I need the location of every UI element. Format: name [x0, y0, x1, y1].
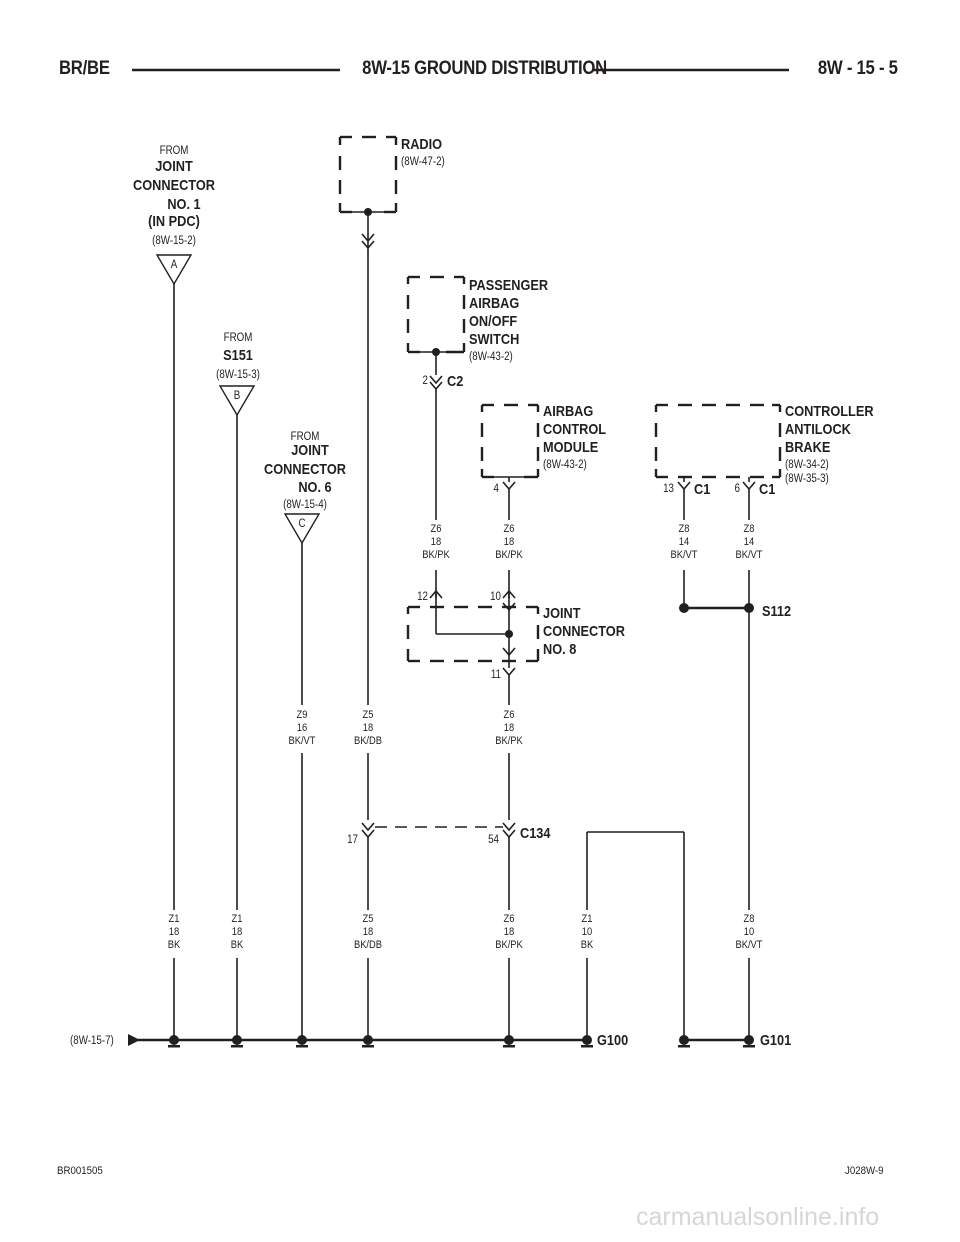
- joint-connector-8-box: [406, 605, 540, 663]
- joint8-pin-12: 12: [417, 591, 428, 603]
- passenger-switch-line-2: AIRBAG: [469, 295, 520, 312]
- abs-connector-a: C1: [694, 481, 711, 498]
- from-c-line-2: CONNECTOR: [264, 461, 346, 478]
- airbag-module-pin: 4: [493, 483, 499, 495]
- from-c-triangle: [283, 513, 321, 545]
- passenger-switch-line-4: SWITCH: [469, 331, 520, 348]
- passenger-switch-connector: C2: [447, 373, 464, 390]
- ground-g101: G101: [760, 1032, 792, 1049]
- radio-name: RADIO: [401, 136, 443, 153]
- from-b-name: S151: [223, 347, 253, 364]
- from-a-label: FROM: [159, 145, 189, 157]
- c134-pin-17: 17: [347, 834, 358, 846]
- joint8-line-1: JOINT: [543, 605, 581, 622]
- footer-code-right: J028W-9: [845, 1165, 884, 1177]
- airbag-module-line-1: AIRBAG: [543, 403, 594, 420]
- airbag-module-ref: (8W-43-2): [543, 459, 587, 471]
- airbag-module-line-2: CONTROL: [543, 421, 607, 438]
- abs-controller-line-1: CONTROLLER: [785, 403, 874, 420]
- abs-pin-a: 13: [663, 483, 674, 495]
- header-page: 8W - 15 - 5: [818, 58, 898, 79]
- s112-dot-left: [679, 603, 689, 613]
- airbag-module-line-3: MODULE: [543, 439, 599, 456]
- abs-controller-box: [654, 403, 782, 479]
- joint8-pin-11: 11: [490, 669, 501, 681]
- passenger-switch-line-1: PASSENGER: [469, 277, 549, 294]
- passenger-switch-box: [406, 275, 466, 354]
- from-c-line-1: JOINT: [291, 442, 329, 459]
- radio-box: [338, 135, 398, 214]
- from-a-triangle: [155, 254, 193, 286]
- ground-eyelets: [168, 1035, 755, 1048]
- splice-s112: S112: [762, 603, 792, 620]
- from-c-label: FROM: [290, 431, 320, 443]
- from-a-line-4: (IN PDC): [148, 213, 200, 230]
- from-a-line-3: NO. 1: [167, 196, 201, 213]
- from-c-ref: (8W-15-4): [283, 499, 327, 511]
- abs-controller-ref-1: (8W-34-2): [785, 459, 829, 471]
- header-title: 8W-15 GROUND DISTRIBUTION: [362, 58, 607, 79]
- footer-code-left: BR001505: [57, 1165, 103, 1177]
- from-b-ref: (8W-15-3): [216, 369, 260, 381]
- passenger-switch-ref: (8W-43-2): [469, 351, 513, 363]
- from-c-line-3: NO. 6: [298, 479, 332, 496]
- s112-dot-right: [744, 603, 754, 613]
- from-a-line-2: CONNECTOR: [133, 177, 215, 194]
- from-c-tag: C: [298, 518, 306, 530]
- from-b-tag: B: [233, 390, 241, 402]
- abs-controller-ref-2: (8W-35-3): [785, 473, 829, 485]
- from-a-tag: A: [170, 259, 178, 271]
- header-model: BR/BE: [59, 58, 110, 79]
- airbag-module-box: [480, 403, 540, 479]
- joint8-line-3: NO. 8: [543, 641, 577, 658]
- ground-ref: (8W-15-7): [70, 1035, 114, 1047]
- radio-ref: (8W-47-2): [401, 156, 445, 168]
- abs-pin-b: 6: [734, 483, 740, 495]
- from-a-ref: (8W-15-2): [152, 235, 196, 247]
- watermark: carmanualsonline.info: [636, 1203, 880, 1231]
- from-b-label: FROM: [223, 332, 253, 344]
- joint8-pin-10: 10: [490, 591, 501, 603]
- passenger-switch-line-3: ON/OFF: [469, 313, 518, 330]
- abs-connector-b: C1: [759, 481, 776, 498]
- passenger-switch-pin: 2: [422, 375, 428, 387]
- abs-controller-line-3: BRAKE: [785, 439, 831, 456]
- abs-controller-line-2: ANTILOCK: [785, 421, 851, 438]
- c134-pin-54: 54: [488, 834, 499, 846]
- from-b-triangle: [218, 385, 256, 417]
- from-a-line-1: JOINT: [155, 158, 193, 175]
- c134-label: C134: [520, 825, 551, 842]
- ground-g100: G100: [597, 1032, 629, 1049]
- joint8-line-2: CONNECTOR: [543, 623, 625, 640]
